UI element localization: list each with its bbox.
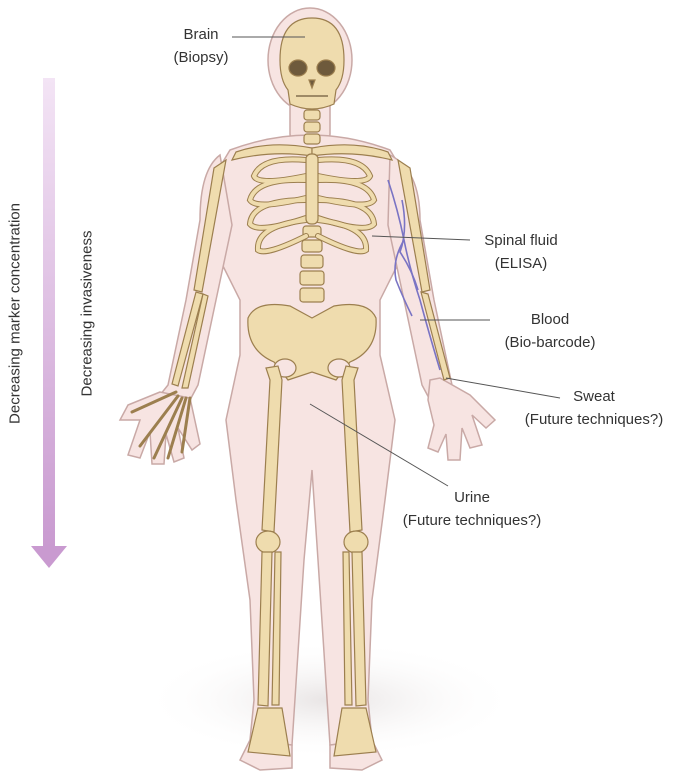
blood-method: (Bio-barcode) <box>490 333 610 352</box>
urine-method: (Future techniques?) <box>384 511 560 530</box>
decreasing-arrow <box>31 78 67 568</box>
sweat-name: Sweat <box>505 387 683 406</box>
blood-name: Blood <box>490 310 610 329</box>
spinal-fluid-name: Spinal fluid <box>466 231 576 250</box>
skull <box>280 18 344 109</box>
sweat-method: (Future techniques?) <box>505 410 683 429</box>
concentration-label: Decreasing marker concentration <box>7 179 24 449</box>
brain-method: (Biopsy) <box>165 48 237 67</box>
spinal-fluid-method: (ELISA) <box>466 254 576 273</box>
urine-name: Urine <box>384 488 560 507</box>
brain-label: Brain (Biopsy) <box>165 25 237 67</box>
sternum <box>306 154 318 224</box>
sweat-label: Sweat (Future techniques?) <box>505 387 683 429</box>
blood-label: Blood (Bio-barcode) <box>490 310 610 352</box>
brain-name: Brain <box>165 25 237 44</box>
invasiveness-label: Decreasing invasiveness <box>79 219 96 409</box>
urine-label: Urine (Future techniques?) <box>384 488 560 530</box>
spinal-fluid-label: Spinal fluid (ELISA) <box>466 231 576 273</box>
